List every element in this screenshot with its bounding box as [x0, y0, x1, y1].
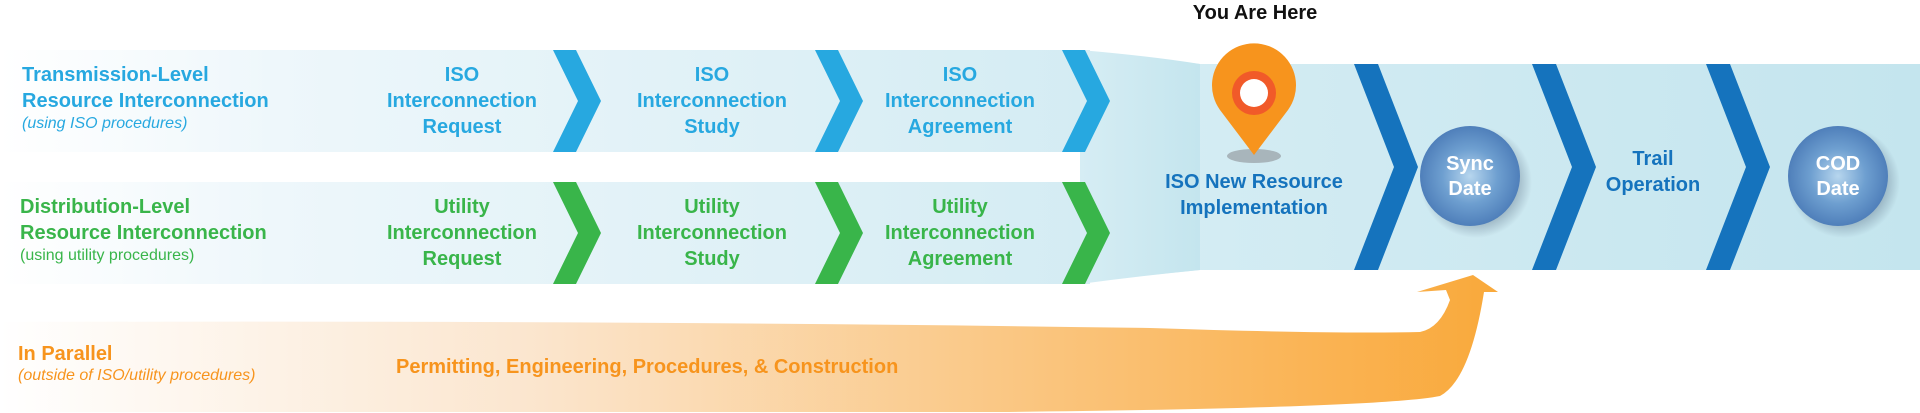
- step-label-line: Request: [422, 248, 502, 270]
- step-label-line: Interconnection: [884, 90, 1035, 112]
- step-label-line: Utility: [434, 196, 490, 218]
- map-pin-icon: [1212, 43, 1296, 163]
- chevron-main-3: [1706, 64, 1770, 270]
- chevron-transmission-2: [815, 50, 863, 152]
- transmission-subtitle: (using ISO procedures): [22, 115, 188, 132]
- parallel-lane-title: In Parallel (outside of ISO/utility proc…: [18, 342, 255, 386]
- step-label-line: Trail: [1632, 148, 1674, 170]
- step-label-line: Interconnection: [386, 222, 537, 244]
- sync-date-sphere: [1420, 126, 1520, 226]
- step-label-line: Date: [1816, 178, 1860, 200]
- step-label-line: Interconnection: [386, 90, 537, 112]
- distribution-title-line2: Resource Interconnection: [20, 222, 267, 244]
- step-label-line: Interconnection: [636, 222, 787, 244]
- chevron-transmission-3: [1062, 50, 1110, 152]
- chevron-main-1: [1354, 64, 1418, 270]
- step-label-line: Utility: [684, 196, 740, 218]
- parallel-arrow: [0, 275, 1498, 412]
- transmission-band-body: [0, 50, 1090, 152]
- step-label-line: Study: [684, 248, 740, 270]
- step-label-line: Operation: [1605, 174, 1701, 196]
- step-label-line: ISO: [444, 64, 480, 86]
- step-label-line: ISO: [942, 64, 978, 86]
- parallel-activity: Permitting, Engineering, Procedures, & C…: [396, 356, 899, 378]
- cod-date-sphere: [1788, 126, 1888, 226]
- distribution-band: [0, 182, 1090, 284]
- chevron-distribution-2: [815, 182, 863, 284]
- step-label-line: Utility: [932, 196, 988, 218]
- chevron-transmission-1: [553, 50, 601, 152]
- distribution-lane-title: Distribution-Level Resource Interconnect…: [20, 194, 267, 266]
- transmission-title-line1: Transmission-Level: [22, 64, 209, 86]
- step-label-line: Agreement: [907, 116, 1013, 138]
- cod-date-label: COD Date: [1788, 152, 1888, 202]
- step-label-line: Date: [1448, 178, 1492, 200]
- transmission-lane-title: Transmission-Level Resource Interconnect…: [22, 62, 269, 134]
- parallel-title: In Parallel: [18, 343, 113, 365]
- step-label-line: Interconnection: [884, 222, 1035, 244]
- distribution-title-line1: Distribution-Level: [20, 196, 191, 218]
- step-label-line: ISO New Resource: [1165, 171, 1343, 193]
- step-label-line: COD: [1815, 153, 1861, 175]
- you-are-here-label: You Are Here: [1192, 2, 1318, 24]
- step-label-line: Agreement: [907, 248, 1013, 270]
- transmission-title-line2: Resource Interconnection: [22, 90, 269, 112]
- distribution-subtitle: (using utility procedures): [20, 247, 195, 264]
- chevron-main-2: [1532, 64, 1596, 270]
- step-label-line: Sync: [1446, 153, 1494, 175]
- chevron-distribution-1: [553, 182, 601, 284]
- step-label-line: Study: [684, 116, 740, 138]
- step-label-line: ISO: [694, 64, 730, 86]
- step-label-line: Implementation: [1180, 197, 1328, 219]
- step-label-line: Request: [422, 116, 502, 138]
- parallel-subtitle: (outside of ISO/utility procedures): [18, 367, 256, 384]
- step-label-line: Interconnection: [636, 90, 787, 112]
- chevron-distribution-3: [1062, 182, 1110, 284]
